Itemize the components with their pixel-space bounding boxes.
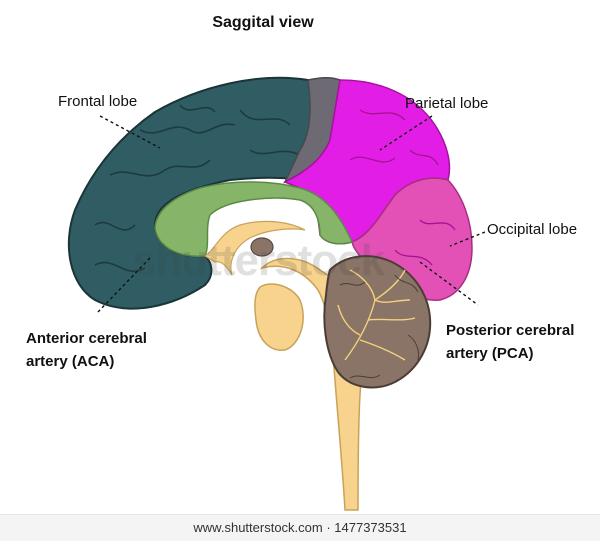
occipital-leader-line	[449, 231, 486, 247]
pons	[254, 283, 304, 351]
footer-credit: www.shutterstock.com · 1477373531	[0, 514, 600, 541]
diagram-title: Saggital view	[212, 14, 314, 31]
leader-lines	[97, 115, 486, 313]
cerebellum	[323, 255, 432, 389]
pca-leader-line	[419, 261, 479, 306]
arbor-vitae	[337, 269, 416, 361]
label-occipital-lobe: Occipital lobe	[487, 221, 578, 238]
parietal-leader-line	[379, 115, 433, 151]
label-frontal-lobe: Frontal lobe	[58, 93, 138, 110]
thalamus	[250, 237, 274, 257]
frontal-lobe-region	[67, 76, 324, 310]
aca-leader-line	[97, 257, 151, 313]
frontal-leader-line	[99, 115, 161, 149]
cerebellum-folia	[339, 274, 419, 379]
watermark-text: shutterstock	[132, 236, 385, 285]
label-aca-line2: artery (ACA)	[26, 353, 115, 370]
label-pca-line2: artery (PCA)	[446, 345, 534, 362]
label-pca-line1: Posterior cerebral	[446, 322, 575, 339]
frontal-gyri	[94, 104, 301, 273]
parietal-gyri	[349, 109, 456, 266]
label-aca-line1: Anterior cerebral	[26, 330, 147, 347]
label-parietal-lobe: Parietal lobe	[405, 95, 489, 112]
fornix	[203, 220, 306, 276]
corpus-callosum	[154, 181, 354, 257]
